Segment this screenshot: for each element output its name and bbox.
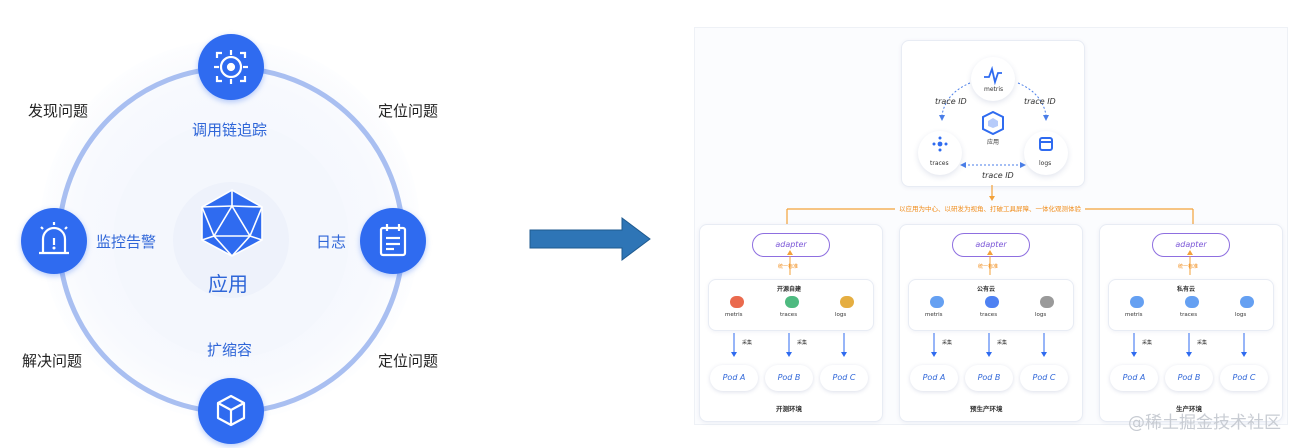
logs-source-icon xyxy=(840,296,854,308)
source-card: 私有云 metris traces logs xyxy=(1108,279,1274,331)
env-name: 开测环境 xyxy=(776,405,802,413)
unify-label: 统一标准 xyxy=(778,264,799,270)
pulse-icon xyxy=(984,65,1002,86)
unify-label: 统一标准 xyxy=(978,264,999,270)
source-card: 开源自建 metris traces logs xyxy=(708,279,874,331)
metrics-source-icon xyxy=(930,296,944,308)
traces-bubble: traces xyxy=(918,131,962,175)
collect-label: 采集 xyxy=(1197,340,1208,346)
pod-1: Pod B xyxy=(1165,365,1213,391)
collect-arrows xyxy=(731,333,847,357)
flow-arrow xyxy=(529,217,651,261)
logs-source-label: logs xyxy=(835,312,847,318)
left-diagram: 应用 调用链追踪 监控告警 日志 扩缩容 发现问题 定位问题 解决问题 定位问题 xyxy=(0,0,470,446)
source-card: 公有云 metris traces logs xyxy=(908,279,1074,331)
env-column-dev: adapter 统一标准开源自建 metris traces logs 采集 采集 Pod A… xyxy=(699,224,883,422)
trace-arrows xyxy=(939,82,1049,168)
logs-bubble: logs xyxy=(1024,131,1068,175)
inner-label-top: 调用链追踪 xyxy=(192,121,268,139)
metrics-source-icon xyxy=(730,296,744,308)
logs-label: logs xyxy=(1039,160,1052,167)
metrics-bubble: metris xyxy=(971,57,1015,101)
node-scaling xyxy=(198,378,264,444)
metrics-source-label: metris xyxy=(925,312,943,318)
pod-0: Pod A xyxy=(910,365,958,391)
pod-2: Pod C xyxy=(1020,365,1068,391)
metrics-source-label: metris xyxy=(725,312,743,318)
logs-source-icon xyxy=(1040,296,1054,308)
traces-source-icon xyxy=(985,296,999,308)
node-tracing xyxy=(198,34,264,100)
metrics-source-label: metris xyxy=(1125,312,1143,318)
env-name: 生产环境 xyxy=(1176,405,1202,413)
calendar-icon xyxy=(1039,137,1053,151)
trace-id-bottom: trace ID xyxy=(982,171,1014,180)
trace-id-left: trace ID xyxy=(935,97,967,106)
traces-source-label: traces xyxy=(1180,312,1198,318)
unify-label: 统一标准 xyxy=(1178,264,1199,270)
adapter-box: adapter xyxy=(952,233,1030,257)
traces-source-icon xyxy=(1185,296,1199,308)
adapter-arrow xyxy=(1187,250,1193,275)
alarm-icon xyxy=(39,222,69,255)
inner-label-left: 监控告警 xyxy=(96,233,157,251)
traces-label: traces xyxy=(930,160,949,167)
env-name: 预生产环境 xyxy=(970,405,1003,413)
inner-label-right: 日志 xyxy=(316,233,347,251)
corner-label-bottom-right: 定位问题 xyxy=(378,352,439,370)
node-log xyxy=(360,208,426,274)
trace-id-right: trace ID xyxy=(1024,97,1056,106)
corner-label-bottom-left: 解决问题 xyxy=(22,352,83,370)
target-icon xyxy=(214,50,248,84)
collect-arrows xyxy=(931,333,1047,357)
pod-0: Pod A xyxy=(1110,365,1158,391)
center-label: 应用 xyxy=(208,272,248,296)
traces-source-label: traces xyxy=(780,312,798,318)
app-icosahedron-icon xyxy=(201,189,263,257)
logs-source-icon xyxy=(1240,296,1254,308)
corner-label-top-right: 定位问题 xyxy=(378,102,439,120)
adapter-arrow xyxy=(987,250,993,275)
traces-source-icon xyxy=(785,296,799,308)
right-diagram: metris trace ID trace ID 应用 traces logs … xyxy=(694,27,1288,425)
pod-0: Pod A xyxy=(710,365,758,391)
orange-connector xyxy=(786,185,1194,224)
watermark: @稀土掘金技术社区 xyxy=(1128,413,1281,433)
collect-label: 采集 xyxy=(942,340,953,346)
pod-1: Pod B xyxy=(765,365,813,391)
cube-icon xyxy=(216,394,246,427)
logs-source-label: logs xyxy=(1035,312,1047,318)
adapter-box: adapter xyxy=(752,233,830,257)
source-title: 公有云 xyxy=(977,286,996,293)
node-alert xyxy=(21,208,87,274)
collect-arrows xyxy=(1131,333,1247,357)
logs-source-label: logs xyxy=(1235,312,1247,318)
collect-label: 采集 xyxy=(797,340,808,346)
source-title: 开源自建 xyxy=(777,286,802,293)
banner-text: 以应用为中心、以研发为视角、打破工具屏障、一体化观测体验 xyxy=(895,203,1085,213)
app-label: 应用 xyxy=(987,139,1000,146)
collect-label: 采集 xyxy=(997,340,1008,346)
source-title: 私有云 xyxy=(1177,286,1196,293)
corner-label-top-left: 发现问题 xyxy=(28,102,89,120)
pod-1: Pod B xyxy=(965,365,1013,391)
notepad-icon xyxy=(379,224,407,257)
traces-source-label: traces xyxy=(980,312,998,318)
inner-label-bottom: 扩缩容 xyxy=(207,341,253,359)
adapter-arrow xyxy=(787,250,793,275)
collect-label: 采集 xyxy=(1142,340,1153,346)
metrics-label: metris xyxy=(984,86,1004,93)
metrics-source-icon xyxy=(1130,296,1144,308)
traces-icon xyxy=(932,136,948,152)
pod-2: Pod C xyxy=(820,365,868,391)
pod-2: Pod C xyxy=(1220,365,1268,391)
env-column-preprod: adapter 统一标准公有云 metris traces logs 采集 采集 Pod A P… xyxy=(899,224,1083,422)
collect-label: 采集 xyxy=(742,340,753,346)
app-hex-icon xyxy=(982,110,1004,139)
top-card: metris trace ID trace ID 应用 traces logs … xyxy=(901,40,1085,187)
